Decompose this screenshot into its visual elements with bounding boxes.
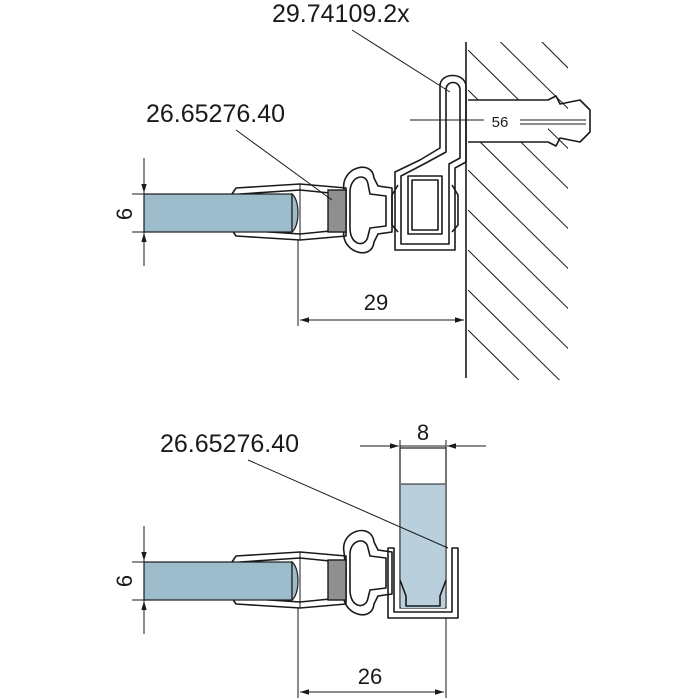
label-glass-thickness-bottom: 6: [112, 575, 137, 587]
label-side-glass: 8: [417, 420, 429, 445]
glass-panel: [143, 192, 299, 234]
dim-side-glass: 8: [360, 420, 486, 456]
label-width-bottom: 26: [358, 664, 382, 689]
dim-width: 29: [297, 240, 467, 326]
label-glass-thickness: 6: [112, 208, 137, 220]
part-number-magnet-top: 26.65276.40: [146, 100, 285, 128]
label-screw: 56: [492, 114, 509, 131]
clip-connector: [343, 166, 393, 254]
part-number-hinge: 29.74109.2x: [272, 0, 410, 28]
glass-panel-bottom: [143, 560, 299, 602]
dim-screw: 56: [486, 110, 516, 132]
u-profile: [387, 547, 459, 619]
label-magnet-part-bottom: 26.65276.40: [160, 430, 449, 549]
wall-hatching: [468, 42, 568, 380]
dim-glass-thickness: 6: [112, 158, 156, 266]
label-magnet-part: 26.65276.40: [146, 100, 333, 201]
hinge-profile: [391, 74, 467, 251]
clip-connector-bottom: [343, 529, 393, 616]
dim-width-bottom: 26: [297, 608, 447, 698]
side-glass: [399, 447, 447, 609]
dim-glass-thickness-bottom: 6: [112, 526, 156, 634]
wall-section: [465, 42, 568, 380]
magnet-seal: [231, 183, 347, 241]
part-number-magnet-bottom: 26.65276.40: [160, 430, 299, 458]
bottom-detail: 6 8 26 26.65276.40: [112, 420, 486, 698]
label-width: 29: [364, 290, 388, 315]
top-detail: 6 29 56 29.74109.2x 26.65276.40: [112, 0, 591, 380]
label-hinge-part: 29.74109.2x: [272, 0, 451, 93]
